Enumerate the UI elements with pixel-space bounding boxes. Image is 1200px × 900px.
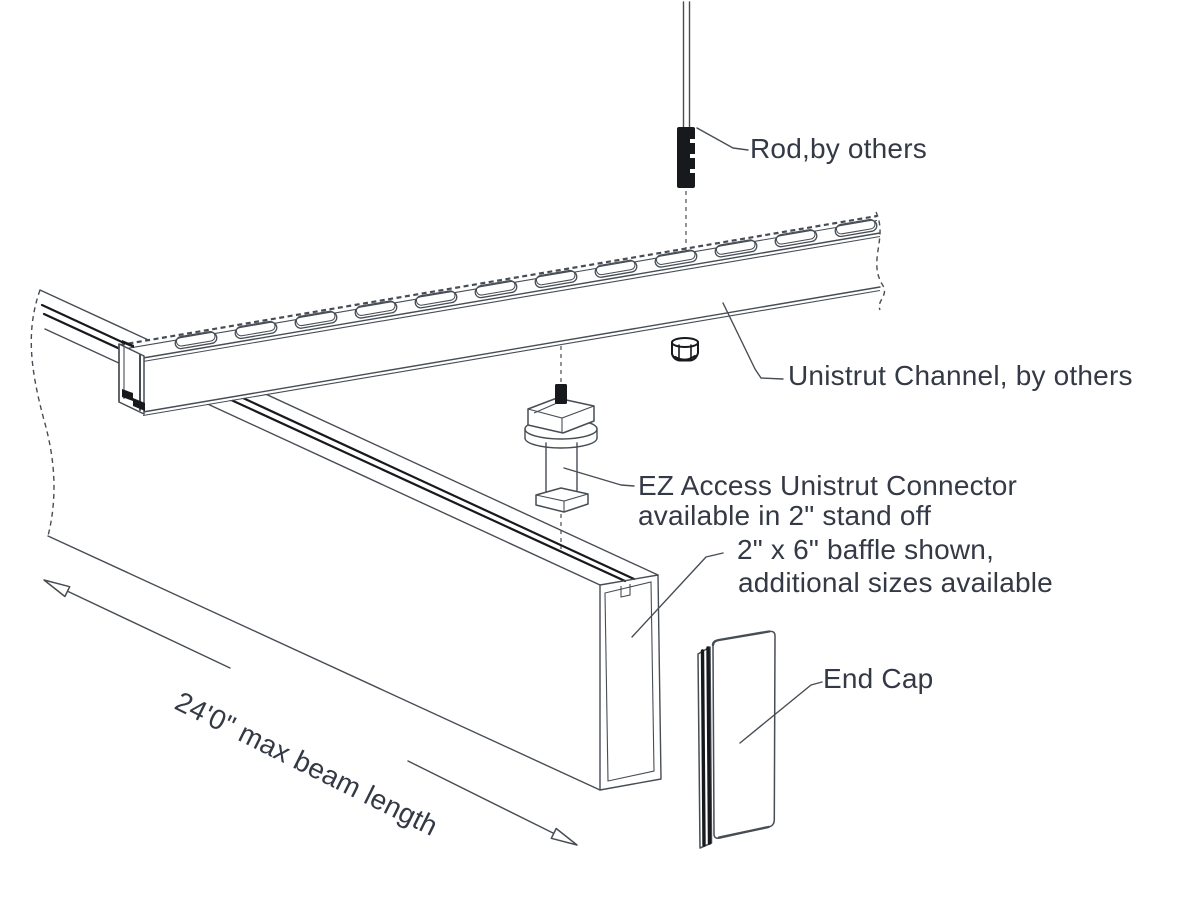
channel-end-top-lip xyxy=(122,340,134,348)
channel-slot-inner xyxy=(475,280,516,296)
channel-slot-outer xyxy=(474,280,518,299)
channel-slot-inner xyxy=(355,300,396,316)
channel-slot-outer xyxy=(834,219,878,238)
channel-leader-line xyxy=(722,302,784,380)
channel-slot-inner xyxy=(595,259,636,276)
channel-slot xyxy=(714,239,758,258)
channel-label: Unistrut Channel, by others xyxy=(788,360,1133,391)
channel-slot-inner xyxy=(295,310,336,327)
baffle-top-back-edge xyxy=(39,289,659,576)
channel-end-lip-hook-2 xyxy=(133,398,145,411)
baffle-leader-line xyxy=(631,552,724,638)
channel-slot xyxy=(834,218,878,238)
channel-slot-inner xyxy=(415,290,456,306)
end-cap xyxy=(697,630,776,849)
channel-slot xyxy=(294,310,338,329)
connector-leader-line xyxy=(563,467,635,487)
channel-slot-outer xyxy=(294,311,338,329)
channel-front-face xyxy=(143,233,880,415)
channel-slot-outer xyxy=(714,239,758,258)
channel-back-lip-serration xyxy=(119,214,878,347)
dimension-arrowhead-left xyxy=(43,579,71,598)
dimension-label: 24'0" max beam length xyxy=(170,686,442,842)
channel-slot xyxy=(414,290,458,309)
channel-bottom-edge xyxy=(142,286,881,413)
baffle-front-face xyxy=(45,329,600,790)
dimension-arrowhead-right xyxy=(550,827,578,846)
channel-slot-outer xyxy=(774,229,818,248)
channel-end-lip-hook-1 xyxy=(122,389,133,401)
baffle-end-face xyxy=(600,575,661,790)
hanger-rod xyxy=(677,1,696,255)
baffle-label-line-1: 2" x 6" baffle shown, xyxy=(737,534,994,565)
channel-slot-inner xyxy=(175,331,216,347)
channel-slot-inner xyxy=(715,239,756,255)
baffle-label-line-2: additional sizes available xyxy=(738,567,1053,598)
end-cap-label: End Cap xyxy=(823,663,933,694)
rod-thread-nick-3 xyxy=(690,169,696,173)
channel-slot-row xyxy=(174,218,878,350)
channel-slot-inner xyxy=(655,249,696,265)
channel-end-section xyxy=(118,340,145,415)
channel-slot-inner xyxy=(775,229,816,245)
channel-slot xyxy=(234,320,278,340)
channel-slot-outer xyxy=(414,290,458,309)
rod-leader-line xyxy=(696,127,749,151)
annotations: Rod,by others Unistrut Channel, by other… xyxy=(638,133,1133,694)
channel-slot-outer xyxy=(174,331,218,350)
connector-label-line-1: EZ Access Unistrut Connector xyxy=(638,470,1017,501)
rod-label: Rod,by others xyxy=(750,133,927,164)
channel-slot xyxy=(354,300,398,319)
channel-slot xyxy=(594,259,638,278)
connector-nut-block-crease xyxy=(533,402,558,414)
connector-label-line-2: available in 2" stand off xyxy=(638,500,931,531)
baffle-end-slot-recess xyxy=(620,584,631,598)
channel-slot xyxy=(774,229,818,248)
end-cap-leader-line xyxy=(739,681,823,744)
baffle-end-wall-inset xyxy=(604,581,655,782)
channel-slot-outer xyxy=(234,321,278,340)
hex-nut xyxy=(671,337,699,362)
channel-slot xyxy=(174,331,218,350)
end-cap-bottom-edge xyxy=(717,825,770,839)
channel-slot-outer xyxy=(534,270,578,289)
channel-slot-inner xyxy=(535,269,576,286)
channel-slot xyxy=(534,269,578,289)
dimension-line-segment-1 xyxy=(65,589,231,669)
channel-slot xyxy=(474,280,518,299)
end-cap-face xyxy=(712,630,776,839)
nut-bottom-arc xyxy=(673,354,697,361)
rod-thread-nick-2 xyxy=(690,154,696,158)
rod-thread-nick-1 xyxy=(690,139,696,143)
channel-slot-outer xyxy=(354,301,398,319)
end-cap-top-edge xyxy=(711,630,771,647)
leader-lines xyxy=(563,127,823,744)
channel-slot-outer xyxy=(594,260,638,278)
channel-front-top-edge-2 xyxy=(142,235,881,363)
unistrut-channel xyxy=(118,211,886,417)
channel-front-top-edge xyxy=(142,232,881,359)
connector-bolt-stub xyxy=(555,384,567,404)
connector-base-plate xyxy=(535,487,589,513)
end-cap-strip-dark-line-2 xyxy=(706,646,712,845)
ez-access-connector xyxy=(524,346,598,549)
channel-slot-inner xyxy=(835,218,876,235)
channel-bottom-edge-2 xyxy=(142,289,881,417)
connector-flange-bottom-arc xyxy=(524,437,598,449)
channel-break-line xyxy=(875,211,886,311)
channel-slot-outer xyxy=(654,250,698,268)
channel-slot xyxy=(654,249,698,268)
end-cap-strip-dark-line-1 xyxy=(700,649,706,847)
baffle-bottom-edge xyxy=(47,535,601,791)
channel-slot-inner xyxy=(235,320,276,337)
dimension-line-segment-2 xyxy=(407,760,556,835)
